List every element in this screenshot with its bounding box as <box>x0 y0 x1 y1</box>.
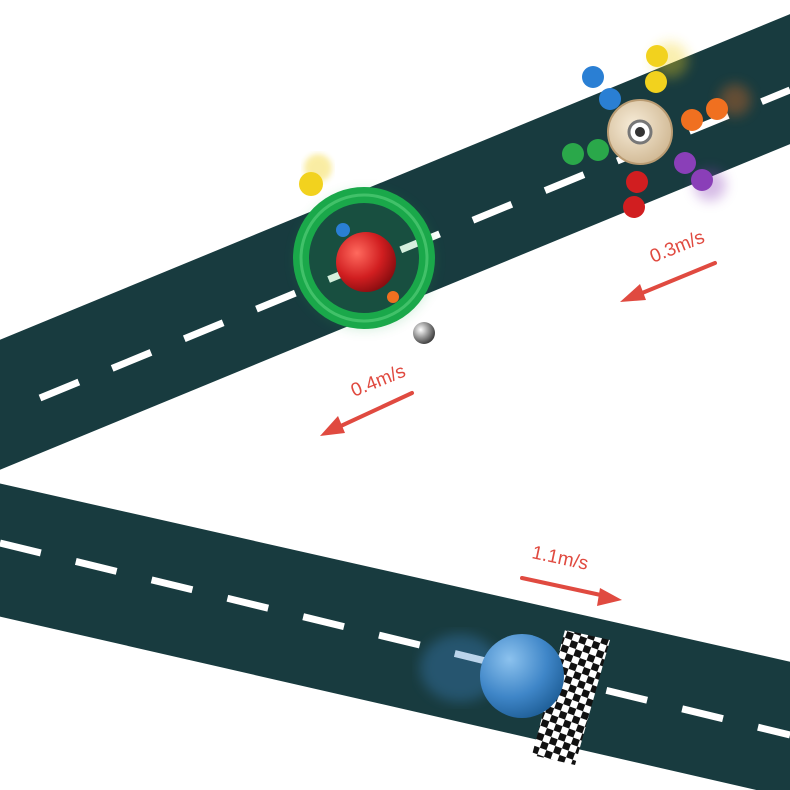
small-steel-ball <box>413 322 435 344</box>
gyro-speed-label: 0.4m/s <box>348 361 409 402</box>
lower-lane-marking <box>0 539 790 739</box>
marble-speed-label: 1.1m/s <box>530 542 590 574</box>
gyro-red-ball <box>336 232 396 292</box>
gyro-toy <box>293 154 435 330</box>
spinner-toy <box>562 42 751 218</box>
marble-arrow <box>520 576 622 606</box>
spinner-speed-label: 0.3m/s <box>647 227 708 268</box>
lower-road <box>0 474 790 790</box>
spinner-arrow <box>620 261 717 302</box>
gyro-yellow-bead <box>299 172 323 196</box>
blue-marble <box>420 634 564 718</box>
gyro-arrow <box>320 391 414 436</box>
spinner-peg-group <box>562 45 728 218</box>
finish-line <box>532 630 610 765</box>
